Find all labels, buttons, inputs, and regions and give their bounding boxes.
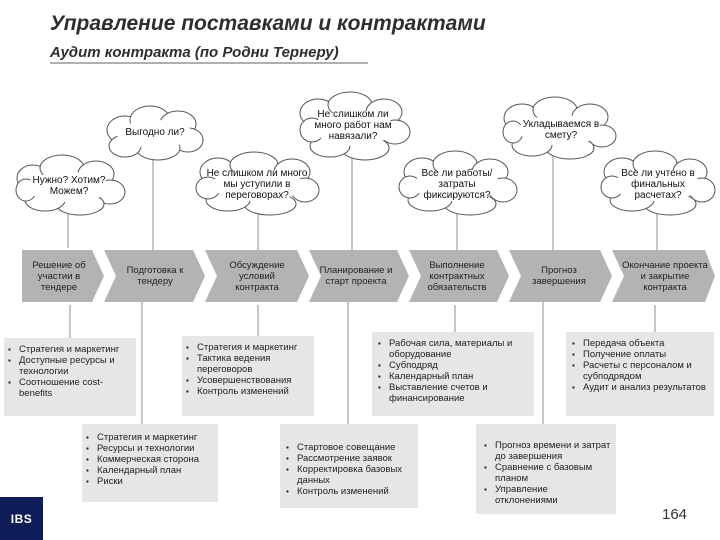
- list-item: Корректировка базовых данных: [286, 464, 414, 486]
- stage-arrows: [22, 250, 715, 302]
- cloud-too-much-work: [299, 91, 411, 161]
- connector-lines: [67, 150, 658, 426]
- ibs-logo: IBS: [0, 497, 43, 540]
- stage-label: Решение об участии в тендере: [32, 259, 86, 293]
- stage-arrow: [309, 250, 409, 302]
- question-text: Не слишком ли много работ нам навязали?: [314, 109, 392, 142]
- stage-label: Планирование и старт проекта: [319, 265, 393, 287]
- list-box-closure: Передача объекта Получение оплаты Расчет…: [566, 332, 714, 416]
- page-subtitle: Аудит контракта (по Родни Тернеру): [50, 44, 339, 61]
- list-item: Аудит и анализ результатов: [572, 382, 710, 393]
- list-item: Расчеты с персоналом и субподрядом: [572, 360, 710, 382]
- list-box-planning: Стартовое совещание Рассмотрение заявок …: [280, 424, 418, 508]
- cloud-final-calc: [600, 150, 716, 216]
- question-text: Выгодно ли?: [125, 127, 185, 138]
- list-item: Коммерческая сторона: [86, 454, 214, 465]
- list-item: Рабочая сила, материалы и оборудование: [378, 338, 530, 360]
- list-item: Соотношение cost-benefits: [8, 377, 132, 399]
- list-item: Календарный план: [378, 371, 530, 382]
- list-item: Сравнение с базовым планом: [484, 462, 612, 484]
- page-number: 164: [662, 506, 688, 523]
- list-box-execution: Рабочая сила, материалы и оборудование С…: [372, 332, 534, 416]
- cloud-profitable: [106, 105, 204, 161]
- list-item: Выставление счетов и финансирование: [378, 382, 530, 404]
- list-item: Получение оплаты: [572, 349, 710, 360]
- list-item: Риски: [86, 476, 214, 487]
- list-item: Календарный план: [86, 465, 214, 476]
- title-underline: [50, 62, 368, 64]
- stage-arrow: [104, 250, 205, 302]
- stage-arrow: [22, 250, 104, 302]
- stage-arrow: [509, 250, 612, 302]
- question-text: Не слишком ли много мы уступили в перего…: [206, 168, 308, 201]
- list-item: Рассмотрение заявок: [286, 453, 414, 464]
- cloud-concessions: [195, 151, 320, 216]
- stage-arrow: [205, 250, 309, 302]
- question-text: Все ли работы/затраты фиксируются?: [421, 168, 493, 201]
- list-item: Стратегия и маркетинг: [86, 432, 214, 443]
- question-text: Все ли учтено в финальных расчетах?: [621, 168, 695, 201]
- stage-label: Обсуждение условий контракта: [229, 259, 285, 293]
- list-item: Управление отклонениями: [484, 484, 612, 506]
- list-item: Контроль изменений: [286, 486, 414, 497]
- page-title: Управление поставками и контрактами: [50, 12, 486, 35]
- list-item: Доступные ресурсы и технологии: [8, 355, 132, 377]
- list-box-tender: Стратегия и маркетинг Ресурсы и технолог…: [82, 424, 218, 502]
- list-item: Стратегия и маркетинг: [8, 344, 132, 355]
- list-item: Тактика ведения переговоров: [186, 353, 310, 375]
- stage-label: Подготовка к тендеру: [126, 265, 184, 287]
- stage-label: Прогноз завершения: [532, 265, 586, 287]
- cloud-work-recorded: [398, 150, 518, 216]
- list-item: Стратегия и маркетинг: [186, 342, 310, 353]
- list-item: Передача объекта: [572, 338, 710, 349]
- list-item: Стартовое совещание: [286, 442, 414, 453]
- stage-label: Окончание проекта и закрытие контракта: [622, 259, 708, 293]
- list-item: Субподряд: [378, 360, 530, 371]
- question-clouds: [15, 91, 716, 216]
- list-box-decision: Стратегия и маркетинг Доступные ресурсы …: [4, 338, 136, 416]
- list-item: Прогноз времени и затрат до завершения: [484, 440, 612, 462]
- stage-label: Выполнение контрактных обязательств: [427, 259, 487, 293]
- stage-arrow: [409, 250, 509, 302]
- stage-arrow: [612, 250, 715, 302]
- list-item: Усовершенствования: [186, 375, 310, 386]
- question-text: Укладываемся в смету?: [522, 119, 600, 141]
- cloud-budget: [502, 96, 617, 160]
- list-item: Ресурсы и технологии: [86, 443, 214, 454]
- list-item: Контроль изменений: [186, 386, 310, 397]
- cloud-need-want-can: [15, 154, 126, 216]
- list-box-negotiation: Стратегия и маркетинг Тактика ведения пе…: [182, 336, 314, 416]
- question-text: Нужно? Хотим? Можем?: [32, 175, 106, 197]
- list-box-forecast: Прогноз времени и затрат до завершения С…: [476, 424, 616, 514]
